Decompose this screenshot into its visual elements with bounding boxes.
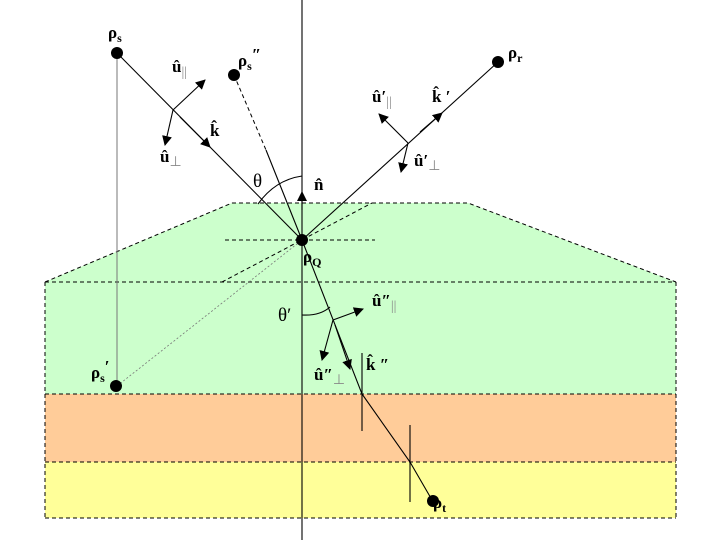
theta-prime-arc [301,306,331,316]
label-k-transmitted: k̂ ″ [366,355,389,374]
layer-2 [45,394,676,462]
label-u-perp-transmitted: û″⊥ [314,365,345,388]
point-rho-Q [296,234,308,246]
point-rho-s-image [228,69,240,81]
layer-boundaries [44,202,677,519]
transmitted-u-perp-arrow [319,319,334,361]
point-rho-t [427,495,439,507]
label-theta: θ [253,171,262,192]
label-u-par: û|| [172,57,187,80]
layer-1 [45,282,676,394]
transmitted-k-arrow [334,324,352,370]
label-theta-prime: θ′ [278,305,291,326]
reflected-u-par-arrow [378,113,409,144]
label-u-perp-reflected: û′⊥ [414,151,440,174]
label-u-par-reflected: û′|| [372,87,392,110]
label-rho-s-prime: ρs′ [91,357,110,385]
label-k: k̂ [210,121,220,140]
label-u-perp: û⊥ [160,147,182,170]
label-rho-s-image: ρs″ [238,45,261,73]
label-rho-r: ρr [508,43,523,65]
incident-k-arrow [179,116,211,148]
image2-dashed-line [233,74,267,151]
point-rho-s-prime [110,380,122,392]
image2-solid-line [265,149,303,241]
point-rho-s [111,47,123,59]
top-layer-trapezoid [45,203,676,282]
label-rho-t: ρt [433,493,446,515]
label-rho-Q: ρQ [303,247,321,269]
incident-u-par-arrow [172,79,206,111]
layer-3 [45,462,676,518]
label-k-reflected: k̂ ′ [432,87,451,106]
theta-arc [257,175,303,205]
image-to-Q-line [116,239,303,387]
reflected-ray [301,61,499,241]
transmitted-ray [301,239,433,501]
label-rho-s: ρs [108,23,122,45]
incident-u-perp-arrow [162,109,174,146]
label-u-par-transmitted: û″|| [372,291,396,314]
reflected-k-arrow [419,112,443,133]
reflected-u-perp-arrow [398,142,409,173]
point-rho-r [492,56,504,68]
label-normal: n̂ [314,175,324,194]
transmitted-u-par-arrow [332,307,364,321]
